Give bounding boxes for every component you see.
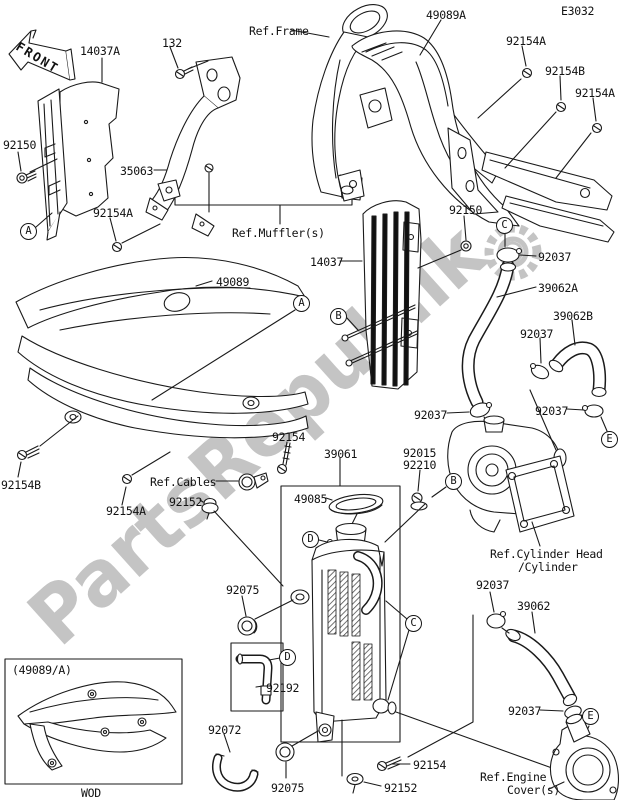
part-label-39062a: 39062A: [538, 281, 578, 295]
part-label-92154-1: 92154: [272, 430, 306, 444]
callout-c-2: C: [405, 615, 422, 632]
part-label-92154b-2: 92154B: [1, 478, 41, 492]
grille-14037-drawing: [339, 200, 422, 390]
screw-92150-left-drawing: [16, 151, 58, 184]
part-label-92037-5: 92037: [476, 578, 510, 592]
ref-cables-label: Ref.Cables: [150, 475, 217, 489]
ref-cylinder-label-2: /Cylinder: [518, 560, 578, 574]
variant-box-drawing: [4, 658, 183, 785]
screw-92150-center-drawing: [417, 215, 472, 269]
part-label-92154a-4: 92154A: [106, 504, 146, 518]
part-label-49089: 49089: [216, 275, 250, 289]
clamp-92072-drawing: [212, 733, 259, 792]
part-label-92192: 92192: [266, 681, 300, 695]
part-label-132: 132: [162, 36, 182, 50]
variant-caption: WOD: [81, 786, 101, 800]
subframe-drawing: [481, 151, 615, 243]
callout-a-1: A: [20, 223, 37, 240]
callout-a-2: A: [293, 295, 310, 312]
part-label-92150-2: 92150: [449, 203, 483, 217]
part-label-39062b: 39062B: [553, 309, 593, 323]
part-label-92152-2: 92152: [384, 781, 418, 795]
shroud-49089-drawing: [15, 212, 309, 439]
callout-c-1: C: [496, 217, 513, 234]
callout-b-1: B: [330, 308, 347, 325]
hose-39062-drawing: [486, 591, 590, 738]
front-arrow-icon: [8, 29, 76, 81]
grommet-92075-lower-drawing: [275, 730, 319, 779]
part-label-39061: 39061: [324, 447, 358, 461]
part-label-92154a-1: 92154A: [506, 34, 546, 48]
part-label-92072: 92072: [208, 723, 242, 737]
cover-14037a-drawing: [37, 81, 120, 241]
callout-d-2: D: [279, 649, 296, 666]
washer-92015-drawing: [384, 469, 447, 543]
cable-clamp-drawing: [199, 441, 292, 587]
ref-cylinder-label-1: Ref.Cylinder Head: [490, 547, 603, 561]
screw-92154a-3-drawing: [109, 217, 161, 253]
screw-92154a-2-drawing: [555, 97, 603, 179]
hose-92192-drawing: [230, 642, 284, 712]
bolt-92154-bottom-drawing: [376, 614, 474, 772]
water-pump-drawing: [447, 389, 575, 547]
ref-engine-label-1: Ref.Engine: [480, 770, 547, 784]
shroud-49089a-drawing: [351, 19, 520, 227]
part-label-49085: 49085: [294, 492, 328, 506]
part-label-14037a: 14037A: [80, 44, 120, 58]
part-label-92154b-1: 92154B: [545, 64, 585, 78]
part-label-92210: 92210: [403, 458, 437, 472]
part-label-92015: 92015: [403, 446, 437, 460]
ref-frame-label: Ref.Frame: [249, 24, 309, 38]
hose-39062a-drawing: [446, 233, 537, 429]
hose-39062b-drawing: [529, 319, 608, 432]
part-label-92037-6: 92037: [508, 704, 542, 718]
part-label-92037-4: 92037: [535, 404, 569, 418]
part-label-92154a-2: 92154A: [575, 86, 615, 100]
part-label-49089a: 49089A: [426, 8, 466, 22]
part-label-35063: 35063: [120, 164, 154, 178]
part-label-92037-1: 92037: [538, 250, 572, 264]
screw-92154b-1-drawing: [504, 75, 567, 169]
engine-cover-drawing: [548, 713, 619, 800]
part-label-92075-1: 92075: [226, 583, 260, 597]
part-label-92150-1: 92150: [3, 138, 37, 152]
part-label-92154-2: 92154: [413, 758, 447, 772]
callout-d-1: D: [302, 531, 319, 548]
screw-92154a-4-drawing: [121, 451, 171, 506]
page-code: E3032: [561, 4, 595, 18]
part-label-92152-1: 92152: [169, 495, 203, 509]
variant-box-label: (49089/A): [12, 663, 72, 677]
part-label-92037-3: 92037: [414, 408, 448, 422]
callout-e-2: E: [582, 708, 599, 725]
radiator-assembly-drawing: [280, 457, 553, 769]
part-label-92037-2: 92037: [520, 327, 554, 341]
grommet-92075-upper-drawing: [237, 595, 294, 636]
part-label-92154a-3: 92154A: [93, 206, 133, 220]
part-label-39062: 39062: [517, 599, 551, 613]
part-label-92075-2: 92075: [271, 781, 305, 795]
bracket-35063-drawing: [145, 46, 241, 237]
callout-b-2: B: [445, 473, 462, 490]
muffler-mount-drawing: [157, 169, 365, 225]
ref-muffler-label: Ref.Muffler(s): [232, 226, 325, 240]
part-label-14037: 14037: [310, 255, 344, 269]
callout-e-1: E: [601, 431, 618, 448]
nut-92152-bottom-drawing: [341, 719, 382, 794]
screw-92154b-2-drawing: [16, 415, 79, 478]
screw-92154a-1-drawing: [477, 45, 533, 119]
ref-engine-label-2: Cover(s): [507, 783, 560, 797]
